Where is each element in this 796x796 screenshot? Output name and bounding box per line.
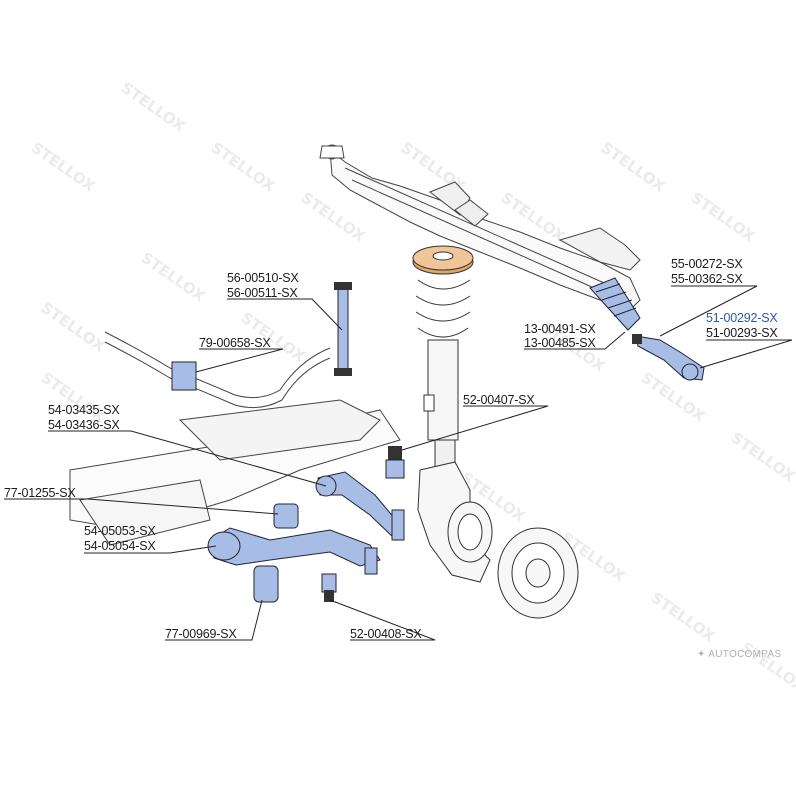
upper-control-arm [315,471,405,541]
brand-text: AUTOCOMPAS [708,649,782,660]
watermark-text: STELLOX [738,639,796,696]
stabilizer-bush [171,361,197,391]
watermark-text: STELLOX [728,429,796,486]
part-label: 77-00969-SX [165,627,237,641]
part-label: 54-05053-SX [84,524,156,538]
lower-arm-bush [253,565,279,603]
ball-joint-upper [385,446,405,479]
part-label: 56-00510-SX [227,271,299,285]
watermark-text: STELLOX [208,139,279,196]
part-label: 55-00362-SX [671,272,743,286]
leader-lines [4,285,793,641]
part-label: 54-05054-SX [84,539,156,553]
part-label: 54-03436-SX [48,418,120,432]
watermark-text: STELLOX [138,249,209,306]
autocompas-icon: ✦ [697,649,709,660]
part-label: 13-00485-SX [524,336,596,350]
part-label: 55-00272-SX [671,257,743,271]
rack-boot [589,277,641,331]
watermark-text: STELLOX [28,139,99,196]
part-label-highlighted: 51-00292-SX [706,311,778,325]
part-label: 52-00408-SX [350,627,422,641]
subframe [69,399,401,546]
part-label: 56-00511-SX [227,286,298,300]
part-label: 13-00491-SX [524,322,596,336]
watermark-text: STELLOX [298,189,369,246]
steering-rack [319,144,641,313]
part-label: 54-03435-SX [48,403,120,417]
stabilizer-bar [104,331,331,409]
watermark-layer: STELLOX STELLOX STELLOX STELLOX STELLOX STELL… [28,79,796,696]
lower-control-arm [207,527,381,575]
knuckle-hub [417,461,579,619]
tie-rod-end [632,334,705,381]
watermark-text: STELLOX [118,79,189,136]
part-label: 79-00658-SX [199,336,271,350]
upper-arm-bush [273,503,299,529]
part-label: 51-00293-SX [706,326,778,340]
stabilizer-link [334,282,352,376]
part-label: 52-00407-SX [463,393,535,407]
ball-joint-lower [321,573,337,602]
watermark-text: STELLOX [598,139,669,196]
watermark-text: STELLOX [648,589,719,646]
autocompas-logo: ✦ AUTOCOMPAS [697,649,781,660]
watermark-text: STELLOX [38,299,109,356]
strut [412,245,474,481]
watermark-text: STELLOX [688,189,759,246]
part-label: 77-01255-SX [4,486,76,500]
